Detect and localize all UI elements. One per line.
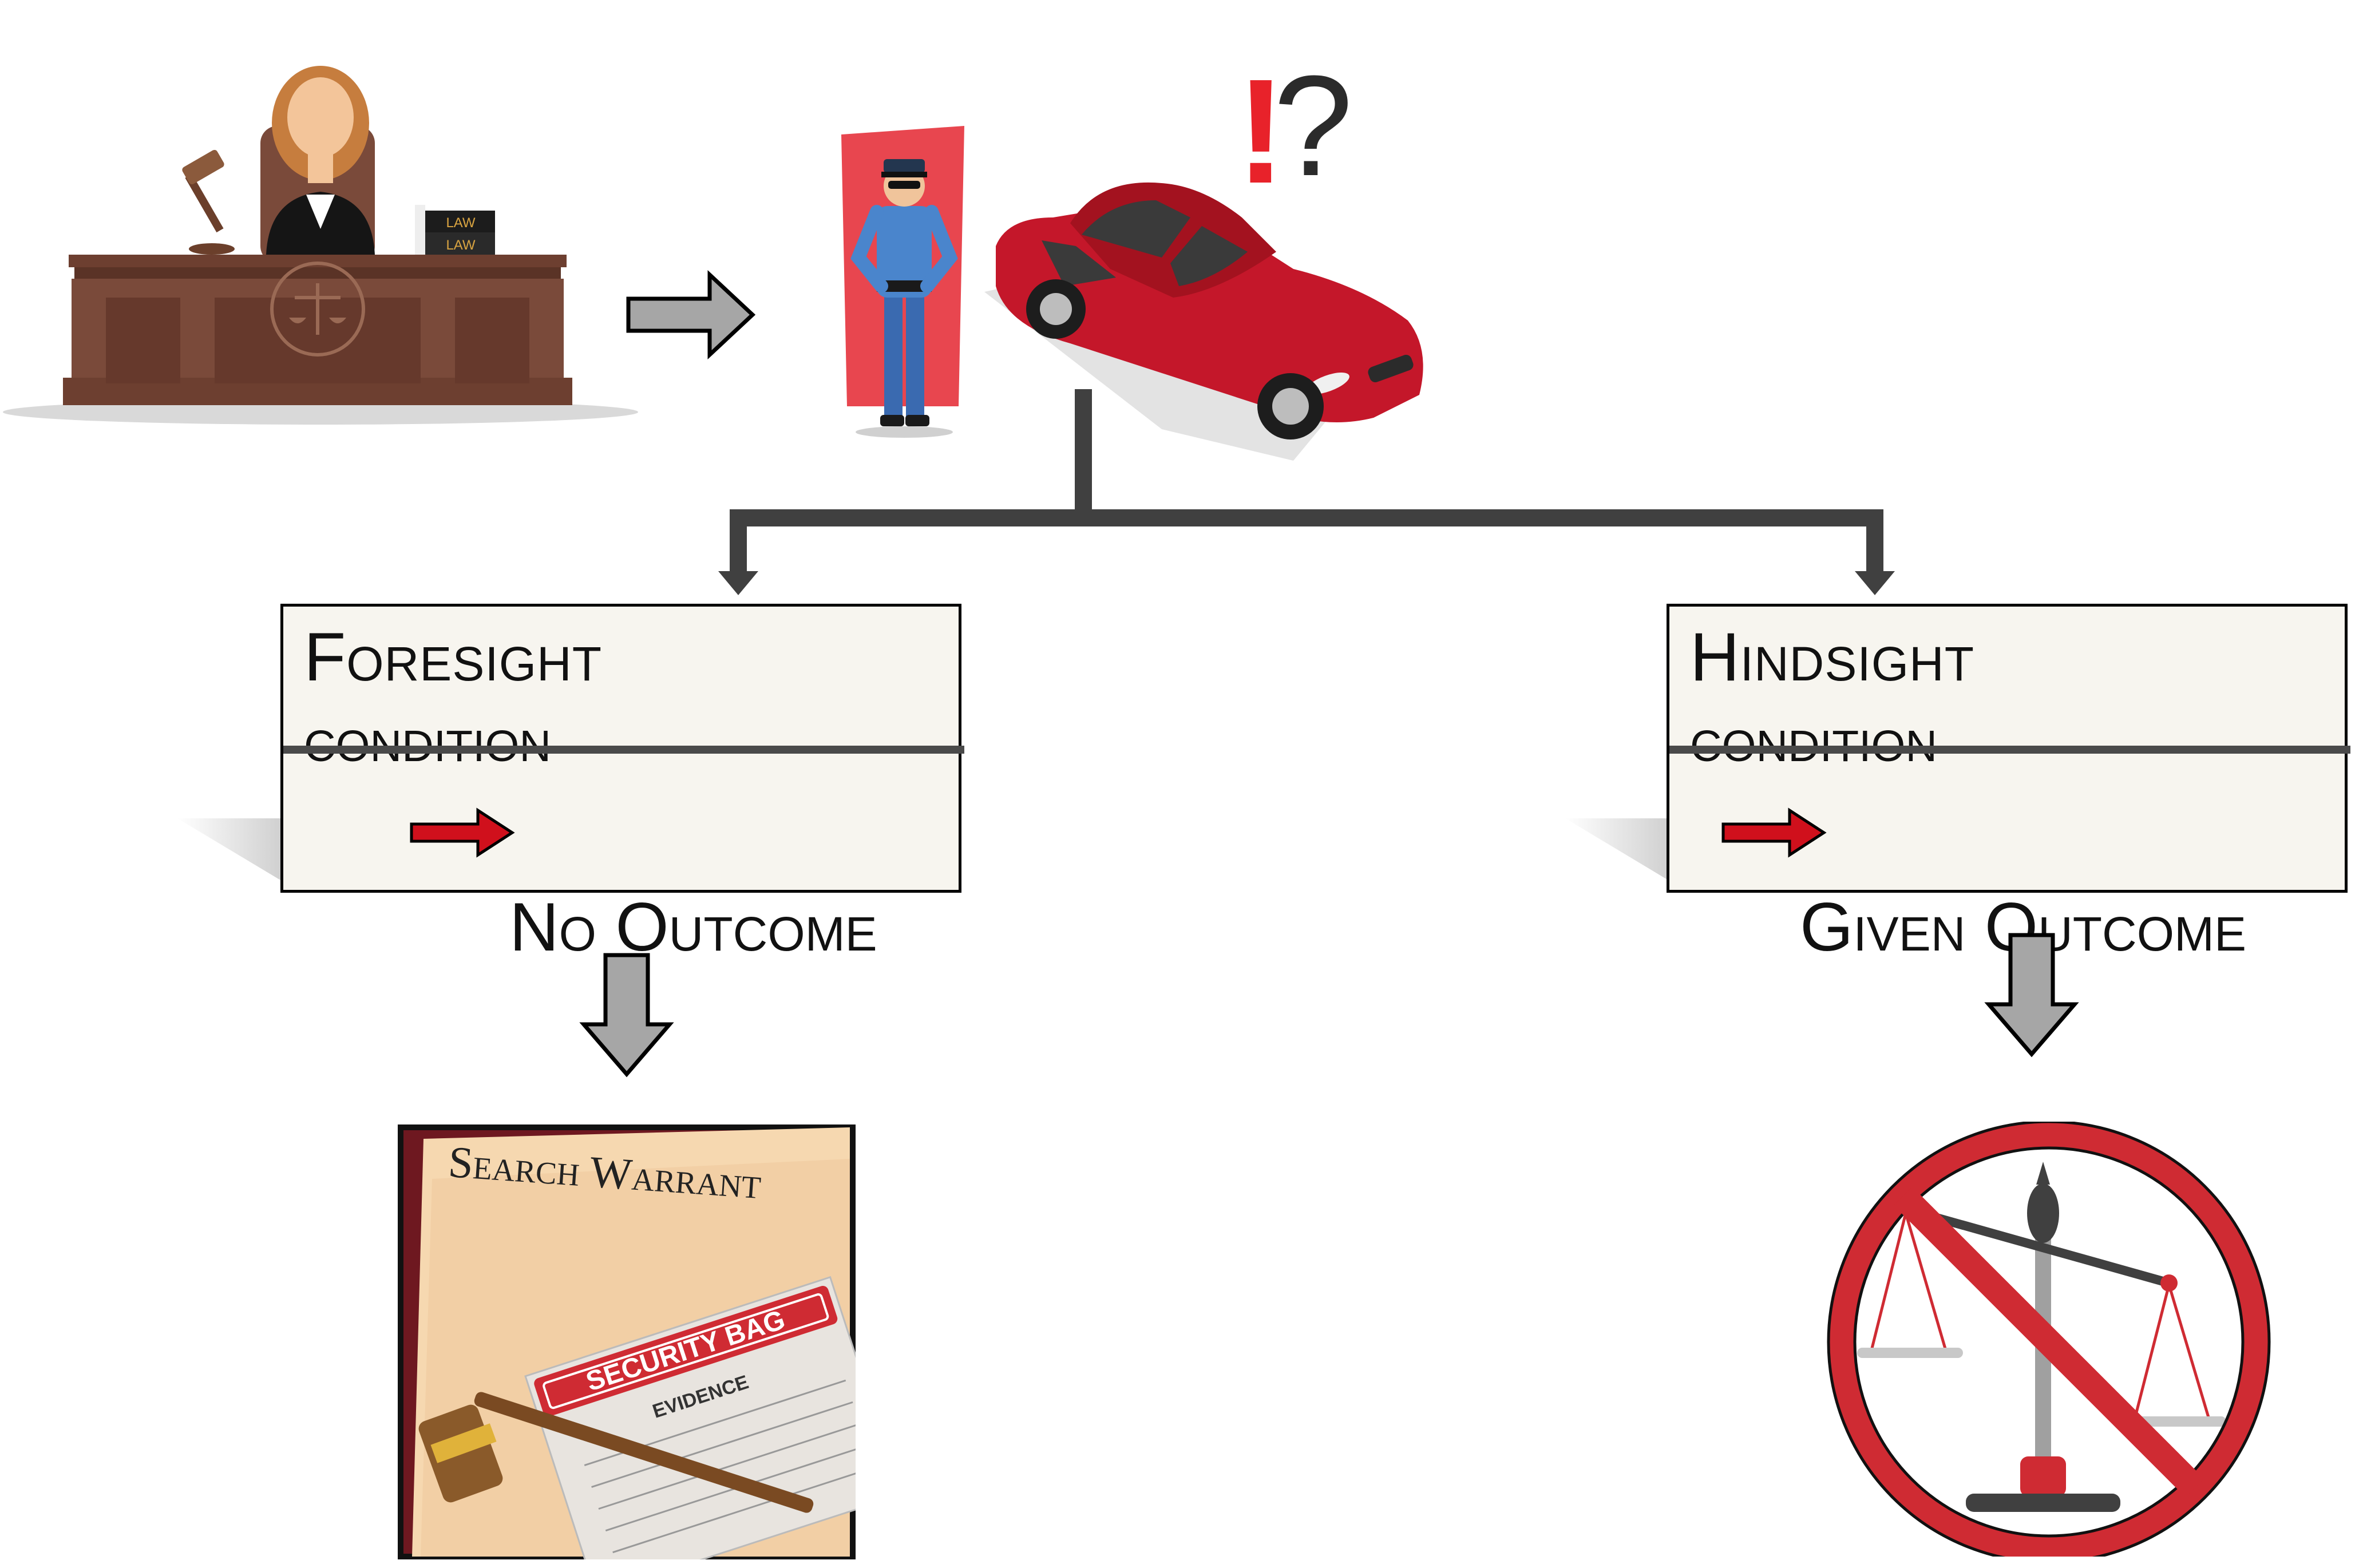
exclaim-icon: ! [1236, 49, 1286, 215]
police-officer-icon [836, 126, 973, 441]
hindsight-subtitle: condition [1690, 704, 1938, 775]
gavel-icon [418, 1392, 814, 1513]
hindsight-title: Hindsight [1690, 619, 1974, 695]
foresight-red-arrow-icon [409, 807, 518, 858]
arrow-right-icon [624, 269, 761, 361]
foresight-strike-line [283, 746, 964, 754]
hindsight-red-arrow-icon [1721, 807, 1830, 858]
foresight-subtitle: condition [304, 704, 552, 775]
foresight-shadow [177, 818, 292, 887]
foresight-title: Foresight [304, 619, 603, 695]
book-label-2: LAW [446, 237, 475, 253]
foresight-down-arrow-icon [578, 953, 675, 1079]
foresight-box: Foresight condition [280, 604, 964, 893]
book-label-1: LAW [446, 215, 475, 231]
hindsight-box: Hindsight condition [1667, 604, 2350, 893]
red-car-icon [973, 155, 1442, 469]
hindsight-strike-line [1669, 746, 2350, 754]
hindsight-shadow [1565, 818, 1680, 887]
question-icon: ? [1273, 46, 1353, 205]
judge-at-bench-icon: LAW LAW [0, 57, 641, 435]
no-justice-scales-icon [1814, 1122, 2283, 1557]
search-warrant-icon: Search Warrant SECURITY BAG EVIDENCE [398, 1124, 856, 1559]
hindsight-down-arrow-icon [1983, 933, 2080, 1059]
foresight-outcome: No Outcome [509, 889, 877, 965]
